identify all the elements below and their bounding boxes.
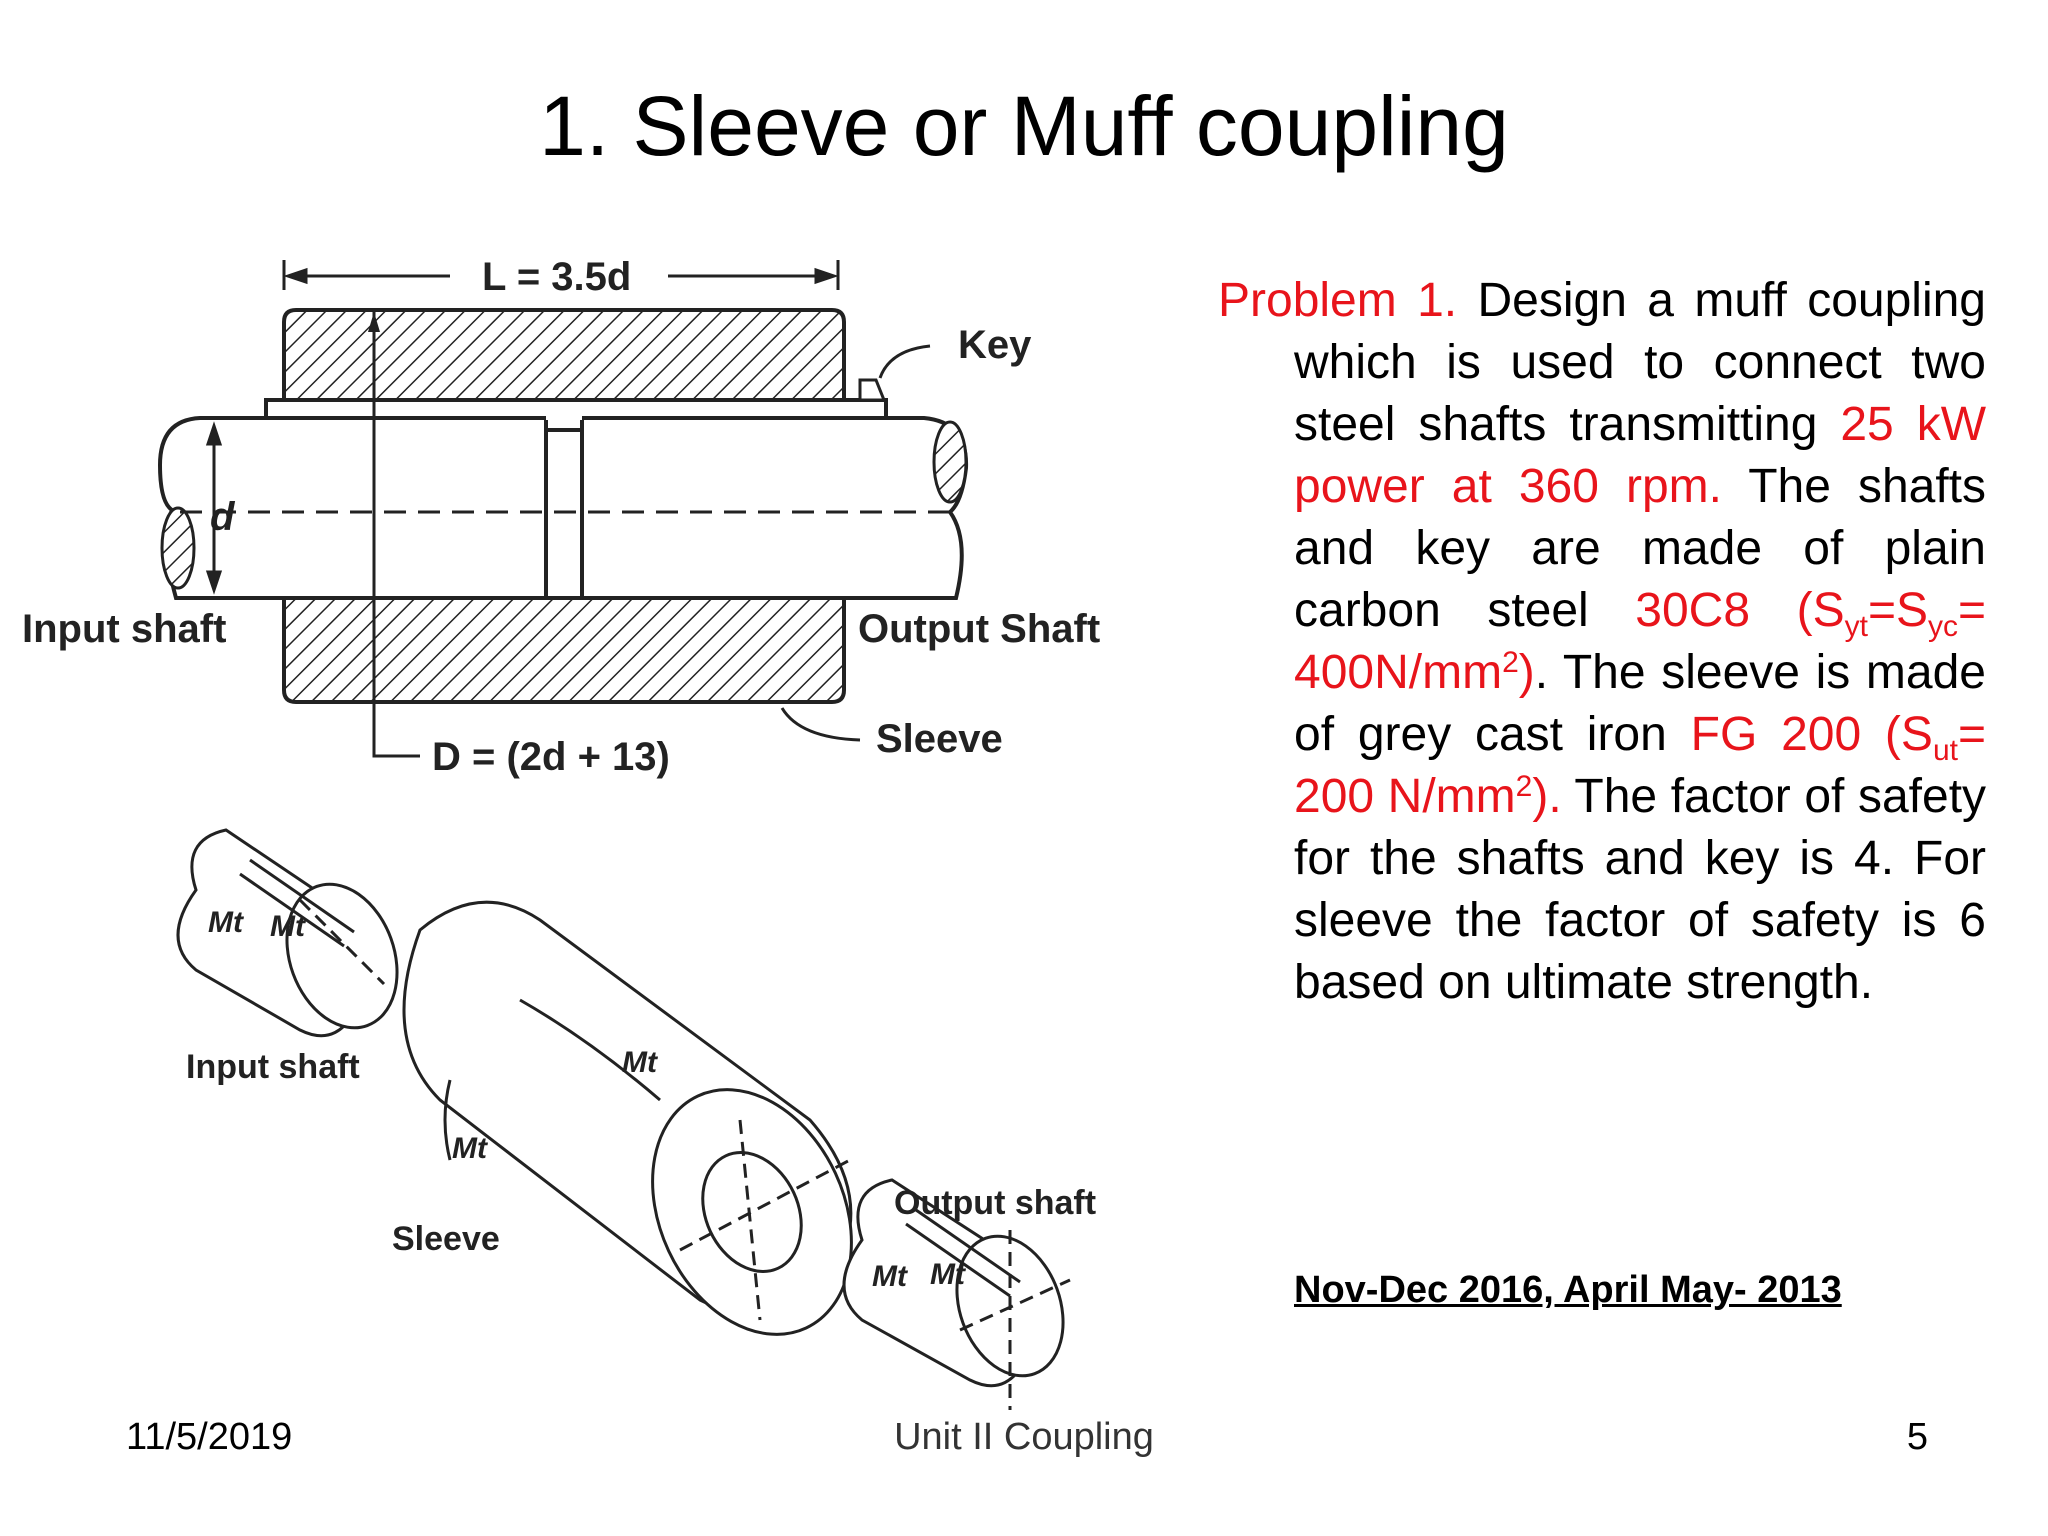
- footer-page-number: 5: [1906, 1416, 1928, 1458]
- iso-sleeve: [402, 900, 853, 1336]
- output-shaft-end: [932, 420, 968, 504]
- power-spec: 25 kW power at 360 rpm.: [1294, 398, 1986, 513]
- iso-input-torque-1: Mt: [208, 906, 245, 939]
- iso-sleeve-torque-2: Mt: [452, 1132, 489, 1165]
- diameter-label: D = (2d + 13): [432, 735, 670, 779]
- length-dimension: [282, 260, 840, 290]
- length-label: L = 3.5d: [482, 255, 631, 299]
- diameter-leader: [372, 312, 420, 758]
- problem-statement: Problem 1. Design a muff coupling which …: [1218, 274, 1987, 1009]
- muff-coupling-diagram: L = 3.5d Key d D = (2d + 13) Input shaft…: [22, 255, 1100, 1410]
- sleeve-material-spec: FG 200 (Sut= 200 N/mm2).: [1294, 708, 1986, 823]
- d-label: d: [210, 495, 236, 539]
- iso-sleeve-label: Sleeve: [392, 1220, 500, 1258]
- iso-output-shaft-label: Output shaft: [894, 1184, 1096, 1222]
- iso-input-shaft-label: Input shaft: [186, 1048, 360, 1086]
- iso-output-shaft: [842, 1178, 1071, 1410]
- slide-title: 1. Sleeve or Muff coupling: [539, 79, 1509, 173]
- footer-date: 11/5/2019: [126, 1416, 293, 1458]
- sleeve-label: Sleeve: [876, 717, 1003, 761]
- iso-input-shaft: [176, 828, 399, 1038]
- sleeve-top-section: [282, 308, 846, 402]
- input-shaft-end: [160, 506, 196, 590]
- key-leader: [878, 344, 931, 379]
- footer-unit: Unit II Coupling: [894, 1416, 1154, 1458]
- iso-output-torque-1: Mt: [872, 1260, 909, 1293]
- key-head: [858, 378, 887, 402]
- key-label: Key: [958, 323, 1032, 367]
- shaft-material-spec: 30C8 (Syt=Syc= 400N/mm2): [1294, 584, 1987, 699]
- input-shaft-label: Input shaft: [22, 607, 226, 651]
- output-shaft-label: Output Shaft: [858, 607, 1100, 651]
- iso-sleeve-torque-1: Mt: [622, 1046, 659, 1079]
- output-shaft: [582, 416, 969, 600]
- sleeve-leader: [780, 707, 861, 742]
- sleeve-bottom-section: [282, 596, 846, 704]
- iso-input-torque-2: Mt: [270, 910, 307, 943]
- iso-output-torque-2: Mt: [930, 1258, 967, 1291]
- problem-label: Problem 1.: [1218, 274, 1458, 327]
- d-dimension: [205, 421, 223, 595]
- exam-reference: Nov-Dec 2016, April May- 2013: [1294, 1269, 1842, 1311]
